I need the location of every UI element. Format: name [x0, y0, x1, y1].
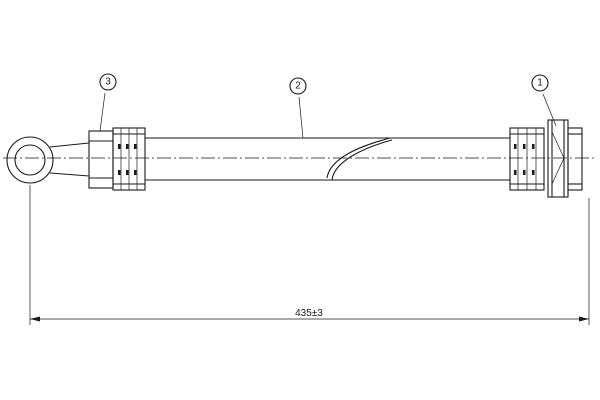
- callout-2: 2: [289, 77, 307, 139]
- hose-break-mark: [326, 137, 393, 181]
- banjo-fitting: [6, 127, 146, 191]
- callout-3-label: 3: [105, 77, 111, 88]
- left-crimp-rings: [112, 127, 146, 191]
- callout-1-label: 1: [537, 78, 543, 89]
- banjo-neck: [49, 142, 90, 177]
- callout-2-label: 2: [295, 81, 301, 92]
- banjo-eye-inner: [14, 144, 46, 176]
- tube-seat: [567, 127, 583, 191]
- dimension-arrow-right: [579, 316, 589, 322]
- right-crimp-rings: [509, 127, 545, 191]
- length-dimension: 435±3: [29, 185, 590, 325]
- left-sleeve-body: [88, 130, 114, 189]
- male-fitting: [509, 119, 583, 198]
- callout-3: 3: [99, 73, 117, 132]
- dimension-label: 435±3: [295, 308, 323, 319]
- callout-1: 1: [531, 74, 557, 127]
- banjo-eye-outer: [6, 136, 54, 184]
- hose-body: [145, 137, 510, 181]
- hex-nut: [547, 119, 569, 198]
- dimension-arrow-left: [30, 316, 40, 322]
